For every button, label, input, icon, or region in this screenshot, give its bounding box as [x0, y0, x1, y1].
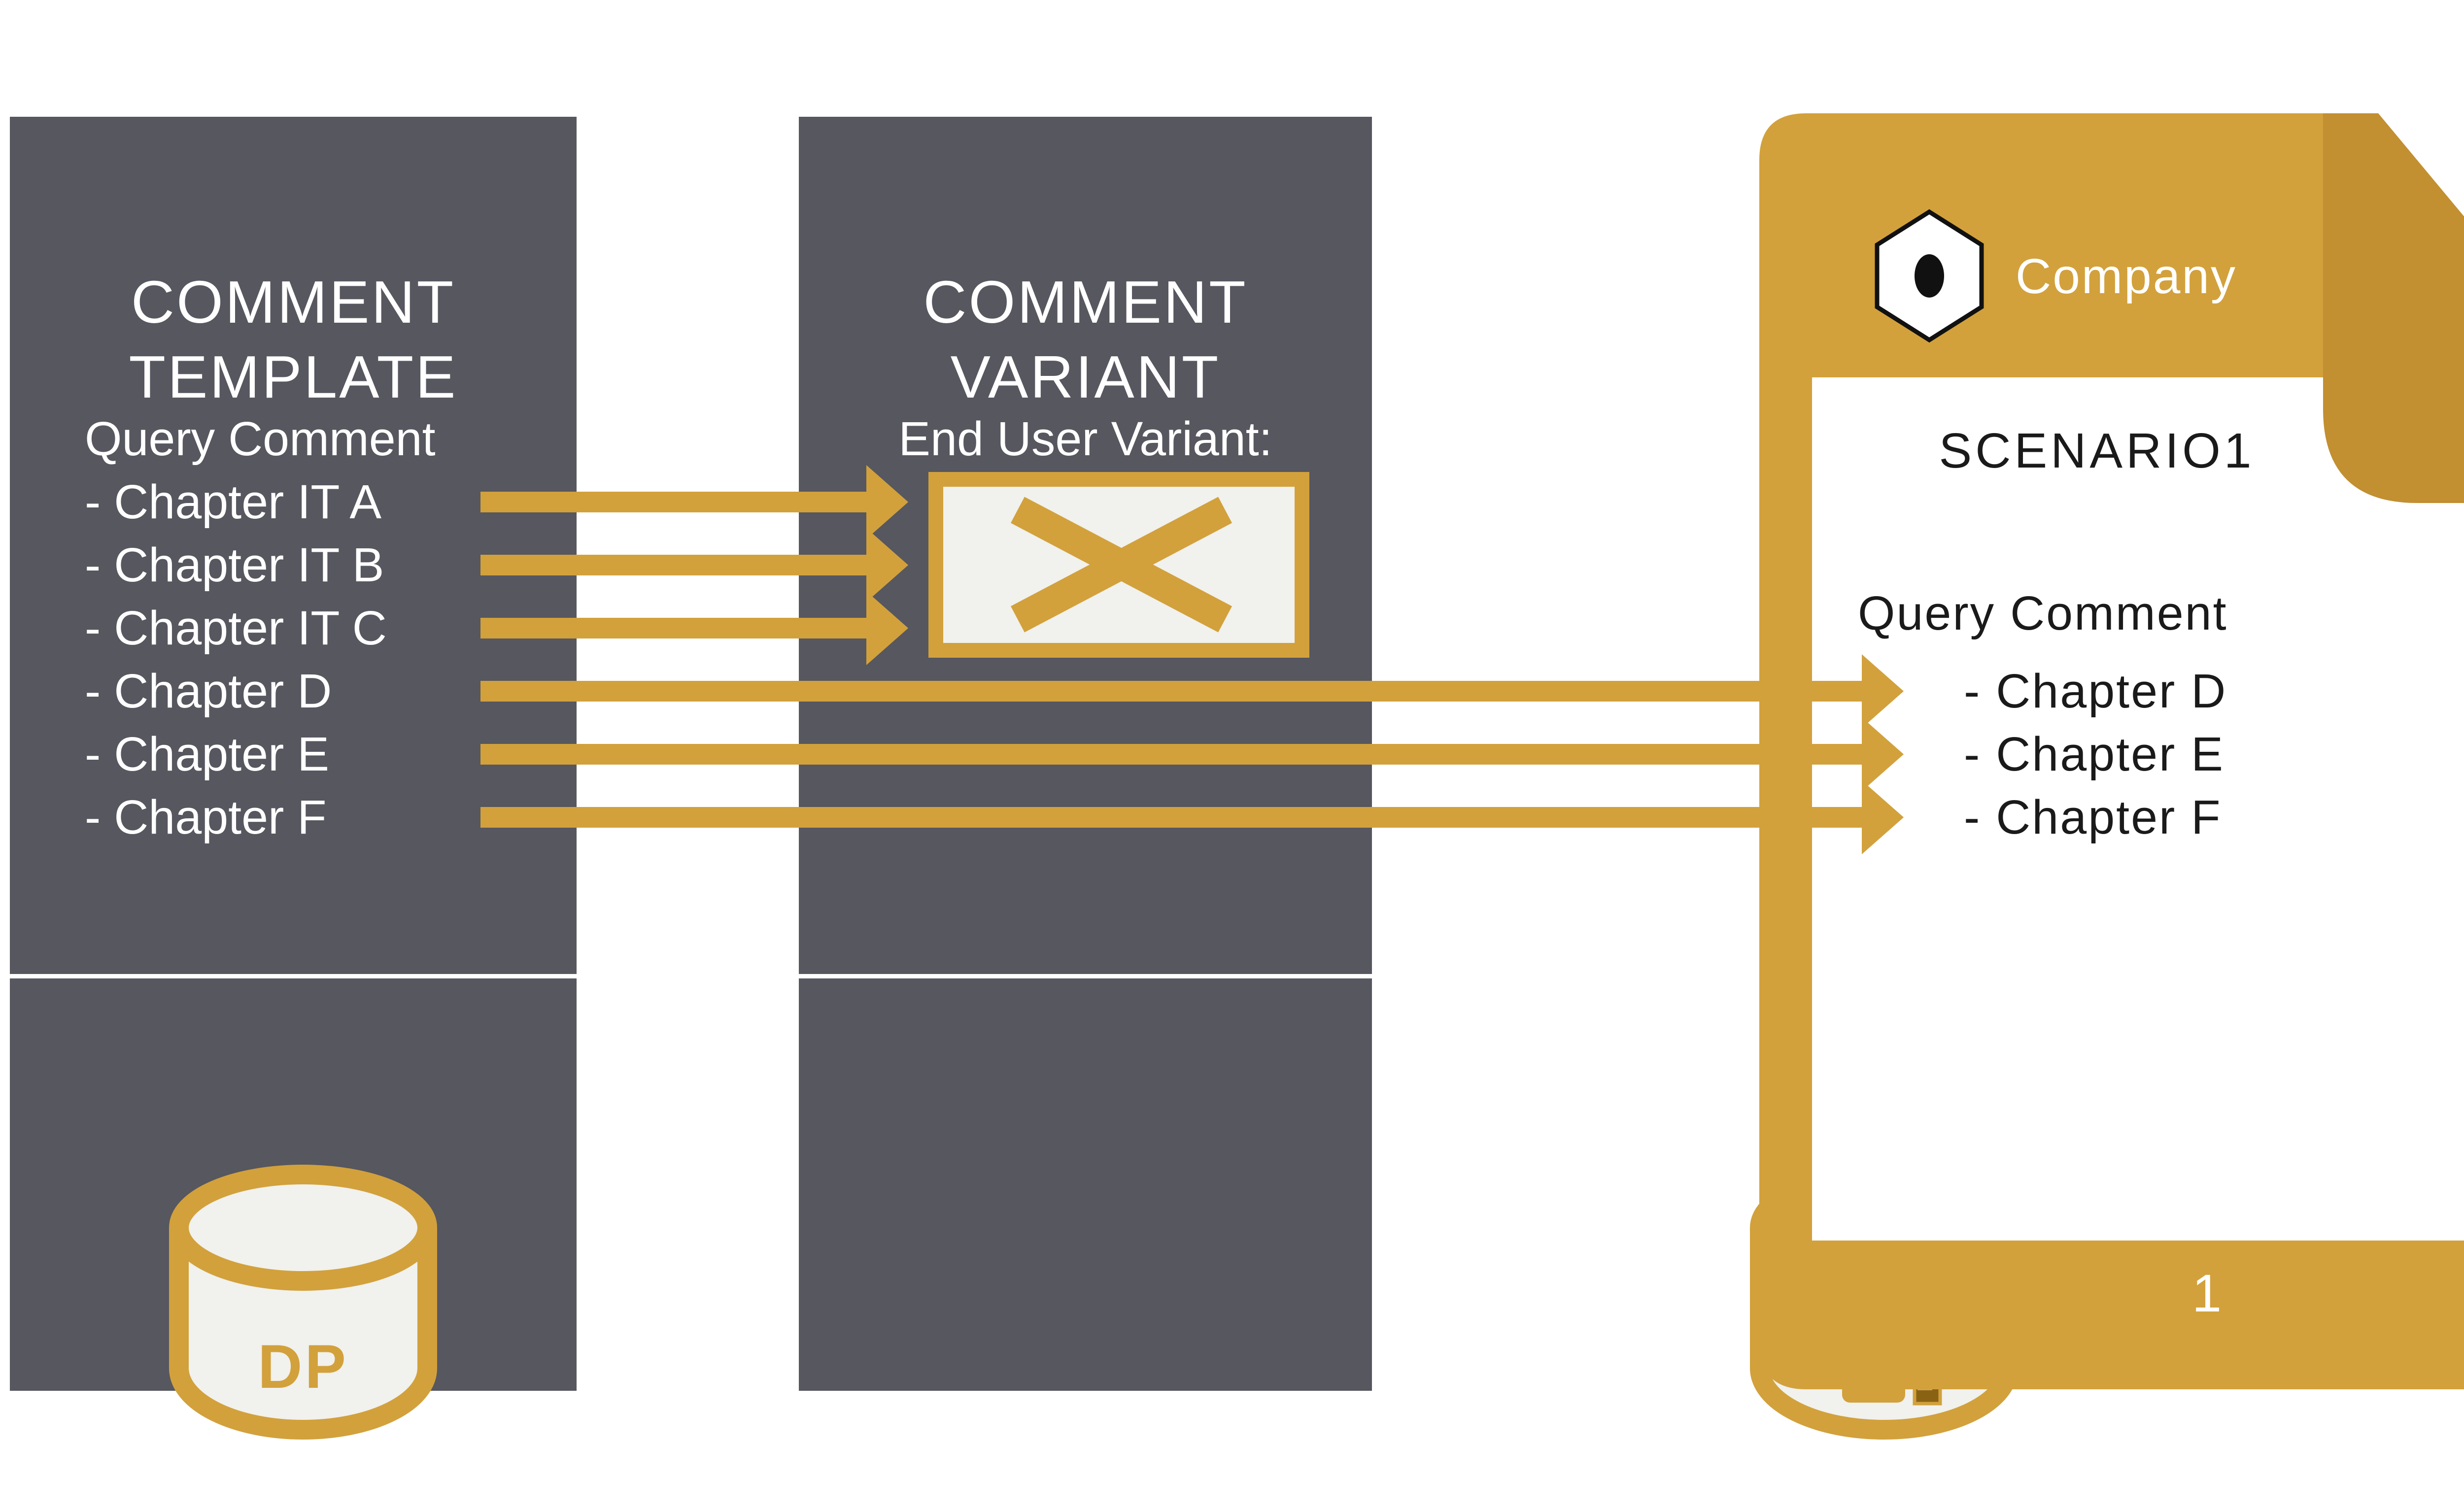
document-page — [1812, 377, 2464, 1241]
crossed-out-box-icon — [928, 472, 1309, 658]
panel-title-line2: VARIANT — [950, 343, 1221, 410]
list-item: - Chapter IT A — [85, 475, 382, 529]
panel-title-line1: COMMENT — [131, 269, 456, 336]
comment-variant-panel: COMMENT VARIANT End User Variant: — [799, 117, 2018, 1440]
x-mark-icon — [1011, 497, 1232, 633]
list-item: - Chapter E — [85, 727, 329, 781]
document-chapter-list: - Chapter D - Chapter E - Chapter F — [1964, 660, 2227, 849]
page-number: 1 — [2191, 1263, 2222, 1323]
list-item: - Chapter F — [1964, 790, 2222, 844]
panel-title: COMMENT VARIANT — [799, 265, 1372, 414]
list-item: - Chapter IT C — [85, 601, 387, 655]
scenario-title: SCENARIO1 — [1939, 423, 2255, 478]
list-item: - Chapter D — [1964, 664, 2227, 718]
company-name: Company — [2016, 249, 2237, 304]
list-items: - Chapter IT A - Chapter IT B - Chapter IT… — [85, 470, 436, 849]
database-label: DP — [258, 1333, 348, 1401]
chapter-list: Query Comment - Chapter IT A- Chapter IT… — [85, 407, 436, 849]
panel-title: COMMENT TEMPLATE — [10, 265, 577, 414]
list-item: - Chapter F — [85, 790, 327, 844]
folded-corner-icon — [2323, 113, 2464, 503]
comment-template-panel: COMMENT TEMPLATE Query Comment - Chapter… — [10, 117, 577, 1440]
scenario-document — [1759, 113, 2464, 1389]
list-item: - Chapter E — [1964, 727, 2224, 781]
list-heading: Query Comment — [85, 412, 436, 466]
database-cylinder-icon: DP — [169, 1165, 437, 1440]
hexagon-nut-icon — [1875, 209, 1984, 343]
list-item: - Chapter IT B — [85, 538, 384, 592]
list-item: - Chapter D — [85, 664, 332, 718]
panel-divider — [799, 974, 1372, 978]
end-user-variant-label: End User Variant: — [898, 412, 1272, 466]
panel-title-line2: TEMPLATE — [129, 343, 458, 410]
panel-divider — [10, 974, 577, 978]
panel-title-line1: COMMENT — [923, 269, 1248, 336]
document-list-heading: Query Comment — [1858, 586, 2228, 640]
